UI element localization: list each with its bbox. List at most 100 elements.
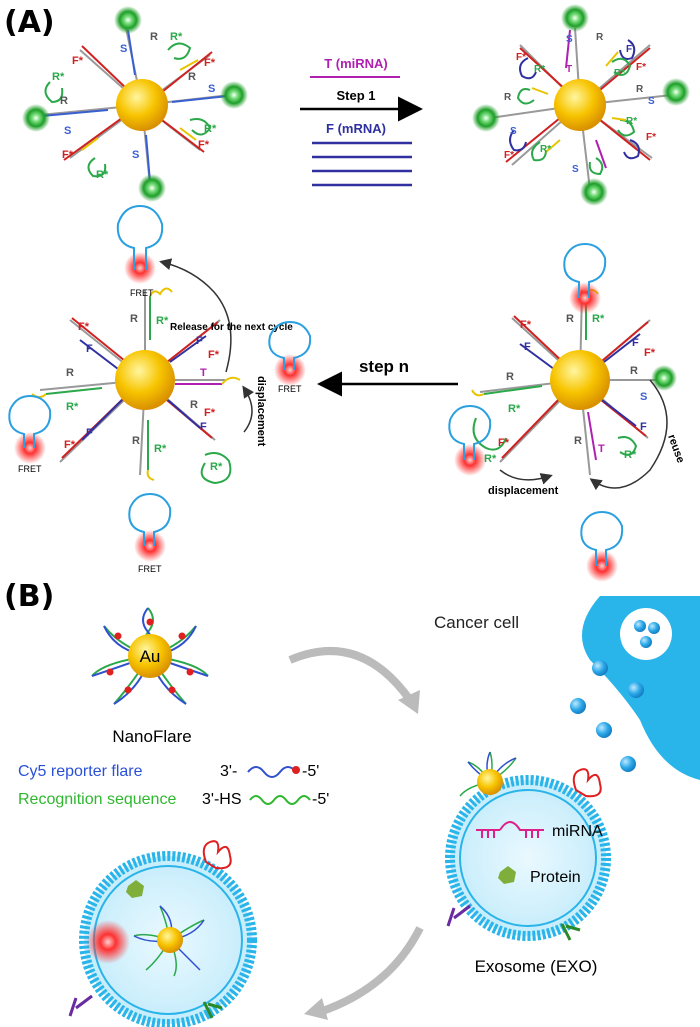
strand-label-f: F: [196, 335, 203, 347]
hairpin: FRET: [116, 204, 164, 298]
fret-label: FRET: [278, 384, 302, 394]
step1-label: Step 1: [336, 88, 375, 103]
fluorophore-green: [138, 174, 166, 202]
strand-label-rstar: R*: [170, 31, 183, 43]
strand-label-fstar: F*: [636, 62, 646, 73]
strand-label-fstar: F*: [520, 319, 532, 331]
strand-label-s: S: [572, 164, 579, 175]
stepn-label: step n: [359, 357, 409, 376]
strand-label-rstar: R*: [96, 169, 109, 181]
strand-label-rstar: R*: [156, 315, 169, 327]
reuse-arrow: [589, 379, 668, 491]
legend-cy5-right: -5': [302, 763, 319, 780]
flow-arrow-bottom-head: [304, 998, 328, 1020]
strand-label-t: T: [598, 443, 605, 455]
displacement-label-left: displacement: [255, 376, 267, 447]
strand-label-fstar: F*: [644, 347, 656, 359]
strand-label-f: F: [86, 343, 93, 355]
fluorophore-green: [651, 365, 677, 391]
nanoflare-label: NanoFlare: [112, 727, 191, 746]
strand-label-r: R: [130, 313, 138, 325]
reagent-t-label: T (miRNA): [324, 56, 388, 71]
fluorophore-green: [22, 104, 50, 132]
reagent-f-label: F (mRNA): [326, 121, 386, 136]
legend-cy5-left: 3'-: [220, 763, 237, 780]
strand-label-rstar: R*: [154, 443, 167, 455]
strand-label-r: R: [596, 32, 604, 43]
hairpin: [580, 510, 624, 582]
strand-label-fstar: F*: [78, 321, 90, 333]
strand-label-fstar: F*: [646, 132, 656, 143]
legend: Cy5 reporter flare 3'- -5' Recognition s…: [18, 763, 329, 808]
strand-label-r: R: [150, 31, 158, 43]
strand-label-rstar: R*: [508, 403, 521, 415]
strand-label-s: S: [566, 34, 573, 45]
strand-label-r: R: [574, 435, 582, 447]
fluorophore-green: [472, 104, 500, 132]
hairpin: FRET: [8, 394, 52, 474]
strand-label-rstar: R*: [626, 116, 637, 127]
hairpin: [563, 242, 607, 314]
exosome-label: Exosome (EXO): [475, 957, 598, 976]
fluorophore-green: [114, 6, 142, 34]
strand-label-r: R: [60, 95, 68, 107]
strand-label-fstar: F*: [64, 439, 76, 451]
strand-label-s: S: [648, 96, 655, 107]
fret-label: FRET: [130, 288, 154, 298]
strand-label-s: S: [208, 83, 215, 95]
protein-label: Protein: [530, 869, 581, 886]
fret-label: FRET: [18, 464, 42, 474]
strand-label-f: F: [626, 44, 632, 55]
strand-label-r: R: [504, 92, 512, 103]
strand-label-s: S: [64, 125, 71, 137]
exosome-vesicle: [570, 698, 586, 714]
legend-cy5-label: Cy5 reporter flare: [18, 763, 143, 780]
strand-label-fstar: F*: [498, 437, 510, 449]
hairpin: FRET: [268, 320, 312, 394]
strand-label-fstar: F*: [198, 139, 210, 151]
exosome-internalized: [68, 840, 257, 1027]
strand-label-r: R: [630, 365, 638, 377]
strand-label-s: S: [510, 126, 517, 137]
fluorophore-green: [561, 4, 589, 32]
legend-recog-strand: [249, 795, 311, 805]
displacement-arrow-left: [242, 385, 254, 433]
strand-label-rstar: R*: [204, 123, 217, 135]
strand-label-r: R: [188, 71, 196, 83]
strand-label-fstar: F*: [504, 150, 514, 161]
strand-label-f: F: [200, 421, 207, 433]
strand-label-rstar: R*: [624, 449, 637, 461]
nanoparticle-cycled: R R* F* F F F* R R* T R F F* R R* F F* R…: [31, 287, 241, 485]
strand-label-r: R: [636, 84, 644, 95]
strand-label-r: R: [190, 399, 198, 411]
strand-label-rstar: R*: [614, 68, 625, 79]
panel-label-a: (A): [4, 5, 55, 40]
strand-label-f: F: [640, 421, 647, 433]
fluorophore-green: [662, 78, 690, 106]
strand-label-r: R: [506, 371, 514, 383]
hairpin: [448, 404, 492, 476]
au-label: Au: [140, 647, 161, 666]
exosome: [445, 751, 611, 941]
strand-label-fstar: F*: [204, 407, 216, 419]
strand-label-rstar: R*: [484, 453, 497, 465]
release-label: Release for the next cycle: [170, 322, 293, 333]
nanoparticle-hybridized: S R F* R* T R* F F* R S R S R* F* F* R* …: [472, 4, 690, 206]
strand-label-s: S: [640, 391, 647, 403]
exosome-vesicle: [592, 660, 608, 676]
hairpins: FRET FRET FRET FRET: [8, 204, 624, 582]
release-arrow: [159, 258, 232, 373]
displacement-arrow: [499, 469, 553, 485]
strand-label-t: T: [200, 367, 207, 379]
fret-label: FRET: [138, 564, 162, 574]
strand-label-rstar: R*: [540, 144, 551, 155]
mirna-symbol: [476, 829, 500, 838]
strand-label-fstar: F*: [62, 149, 74, 161]
panel-label-b: (B): [4, 579, 54, 614]
protein-symbol: [126, 880, 144, 898]
strand-label-fstar: F*: [72, 55, 84, 67]
legend-recog-left: 3'-HS: [202, 791, 242, 808]
strand-label-r: R: [66, 367, 74, 379]
reuse-label: reuse: [665, 433, 686, 465]
step1-reaction: T (miRNA) Step 1 F (mRNA): [300, 56, 423, 187]
